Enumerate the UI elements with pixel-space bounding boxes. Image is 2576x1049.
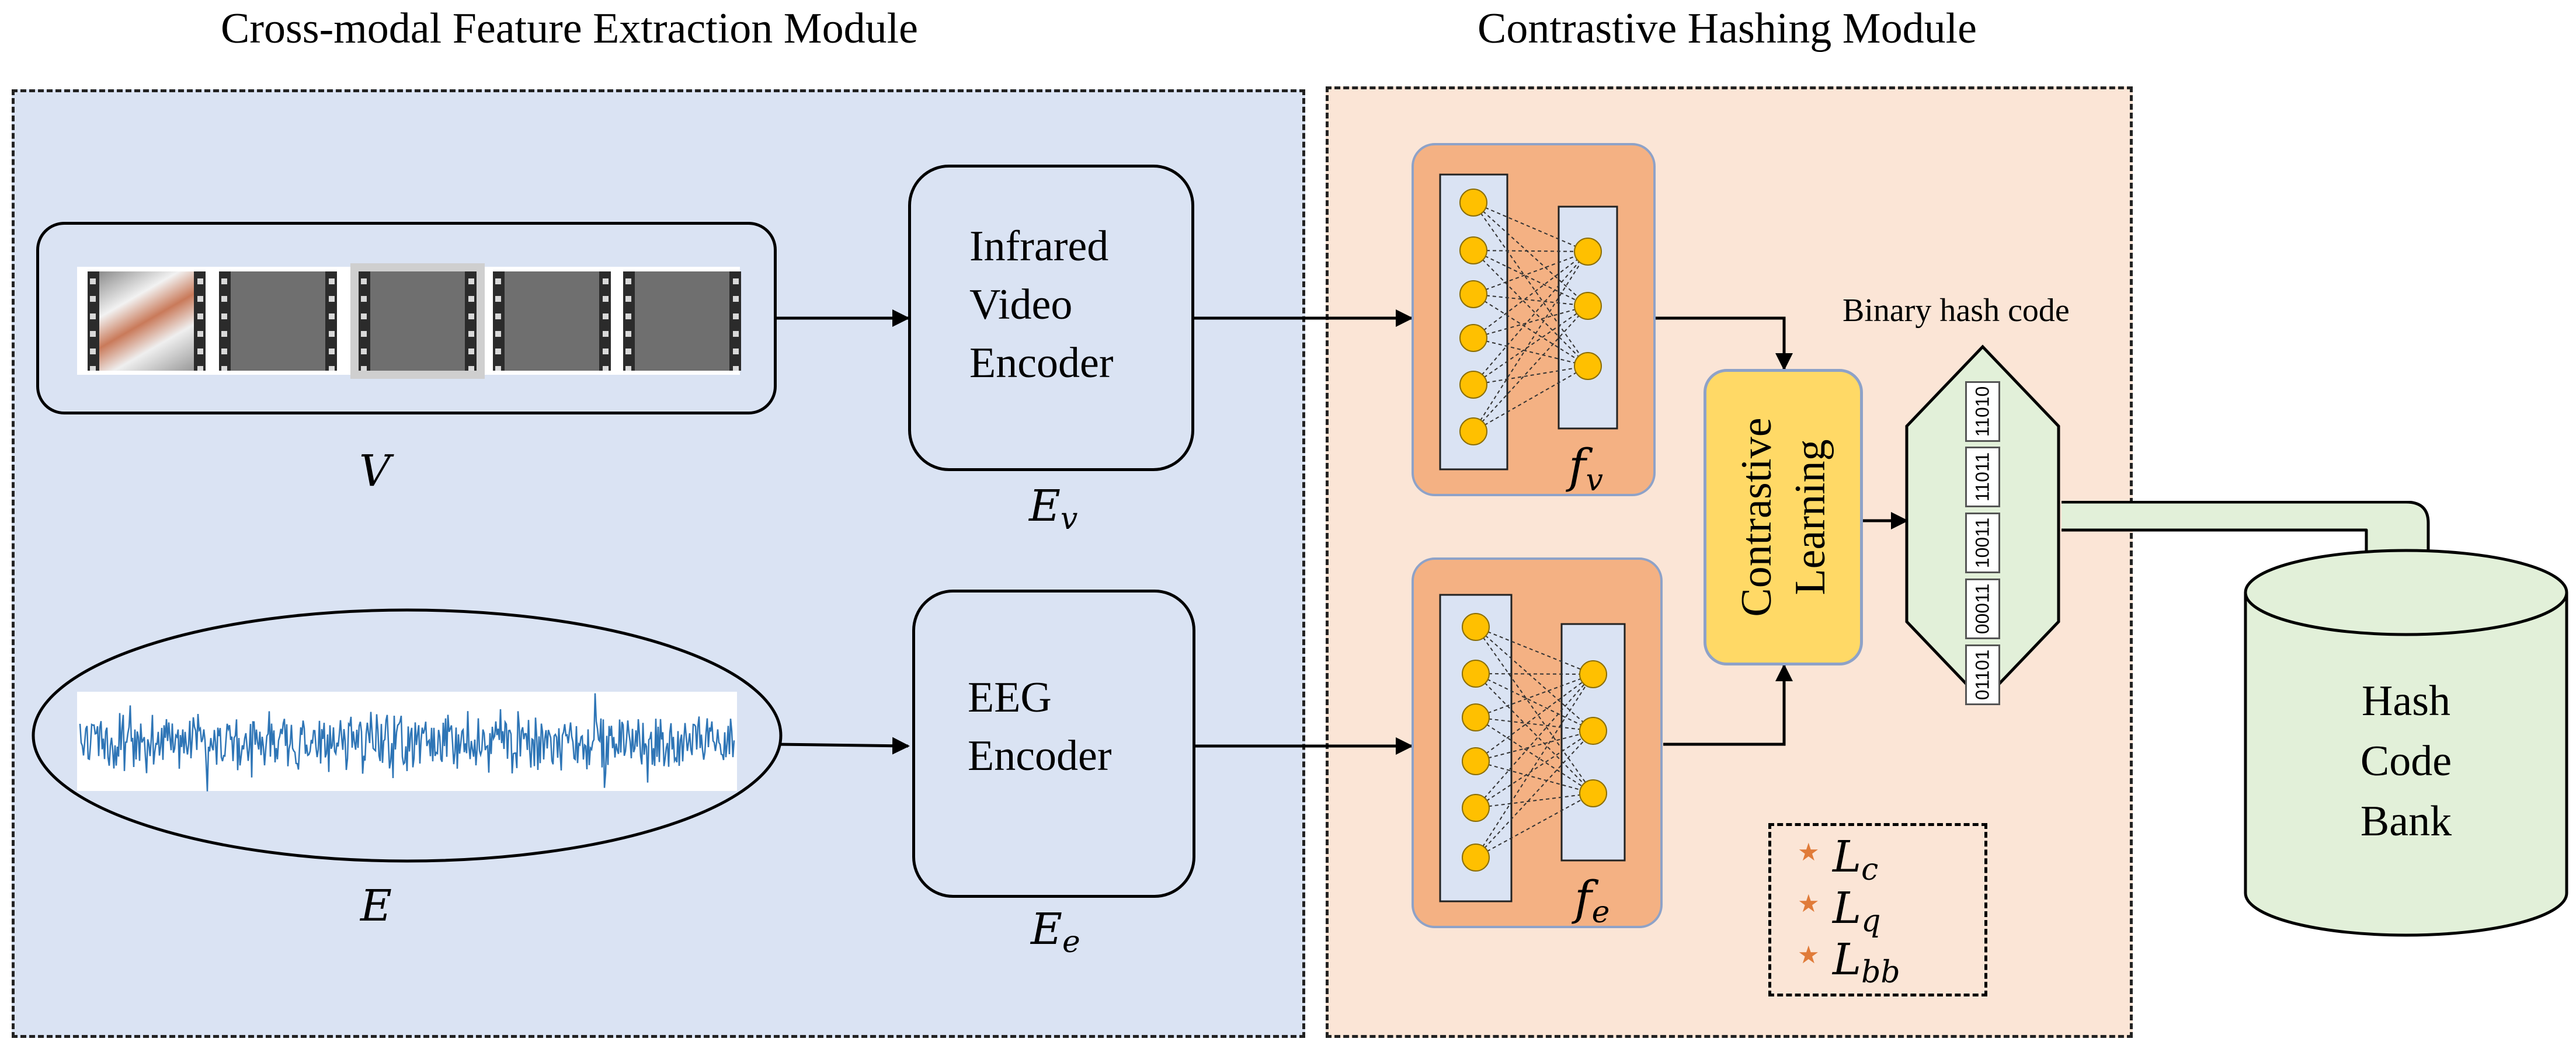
video-symbol: V xyxy=(359,446,391,496)
hash-code-bank-label: Hash Code Bank xyxy=(2360,677,2452,845)
arrow-eeg-to-encoder xyxy=(776,737,910,755)
infrared-video-encoder: Infrared Video Encoder xyxy=(908,165,1194,471)
neuron-node xyxy=(1579,660,1607,688)
hash-code-bank-cylinder xyxy=(2244,549,2568,937)
neuron-node xyxy=(1462,844,1490,872)
feature-extraction-title: Cross-modal Feature Extraction Module xyxy=(221,5,919,53)
video-encoder-line3: Encoder xyxy=(969,339,1114,387)
neuron-node xyxy=(1462,794,1490,822)
video-frame xyxy=(493,271,611,371)
video-frame xyxy=(88,271,206,371)
eeg-encoder-line1: EEG xyxy=(968,674,1052,722)
star-icon: ★ xyxy=(1798,838,1820,866)
neuron-node xyxy=(1459,417,1487,445)
video-frame xyxy=(350,263,485,379)
neuron-node xyxy=(1574,352,1602,380)
neuron-node xyxy=(1462,747,1490,775)
neuron-node xyxy=(1574,238,1602,266)
eeg-encoder-symbol: Ee xyxy=(1031,904,1080,960)
eeg-net-symbol: fe xyxy=(1574,871,1610,930)
video-net-symbol: fv xyxy=(1569,439,1603,498)
neuron-node xyxy=(1574,292,1602,320)
neuron-node xyxy=(1462,703,1490,731)
video-encoder-symbol: Ev xyxy=(1029,481,1078,536)
video-encoder-line1: Infrared xyxy=(969,222,1109,270)
hashing-module-title: Contrastive Hashing Module xyxy=(1478,5,1977,53)
hash-code-cell: 11011 xyxy=(1965,447,2000,507)
video-input-box xyxy=(36,222,777,414)
neuron-node xyxy=(1459,324,1487,352)
eeg-input-ellipse xyxy=(32,608,783,863)
video-encoder-line2: Video xyxy=(969,281,1073,329)
binary-hash-code-title: Binary hash code xyxy=(1843,292,2070,329)
arrow-fv-to-contrastive xyxy=(1656,316,1793,371)
neuron-node xyxy=(1462,660,1490,688)
hash-code-cell: 00011 xyxy=(1965,578,2000,639)
video-frame-strip xyxy=(77,263,741,379)
eeg-encoder-line2: Encoder xyxy=(968,732,1112,780)
contrastive-learning-box: Contrastive Learning xyxy=(1704,369,1863,665)
arrow-fe-to-contrastive xyxy=(1663,664,1793,746)
eeg-signal xyxy=(79,693,735,792)
neuron-node xyxy=(1579,779,1607,807)
star-icon: ★ xyxy=(1798,940,1820,969)
video-frame xyxy=(219,271,337,371)
contrastive-line1: Contrastive xyxy=(1732,417,1781,617)
neuron-node xyxy=(1459,236,1487,264)
hash-code-cell: 11010 xyxy=(1965,381,2000,442)
eeg-net-diagram xyxy=(1439,594,1626,902)
hash-code-cell: 01101 xyxy=(1965,644,2000,705)
video-frame xyxy=(623,271,741,371)
contrastive-line2: Learning xyxy=(1786,439,1834,595)
eeg-symbol: E xyxy=(360,881,392,931)
star-icon: ★ xyxy=(1798,889,1820,918)
neuron-node xyxy=(1459,280,1487,308)
video-hash-network: fv xyxy=(1412,143,1656,496)
neuron-node xyxy=(1459,189,1487,217)
hash-code-cell: 10011 xyxy=(1965,513,2000,573)
eeg-hash-network: fe xyxy=(1412,557,1663,928)
neuron-node xyxy=(1579,717,1607,745)
video-net-diagram xyxy=(1439,173,1618,471)
eeg-encoder: EEG Encoder xyxy=(912,590,1195,898)
neuron-node xyxy=(1462,613,1490,641)
loss-legend: ★ Lc ★ Lq ★ Lbb xyxy=(1768,823,1987,996)
neuron-node xyxy=(1459,371,1487,399)
